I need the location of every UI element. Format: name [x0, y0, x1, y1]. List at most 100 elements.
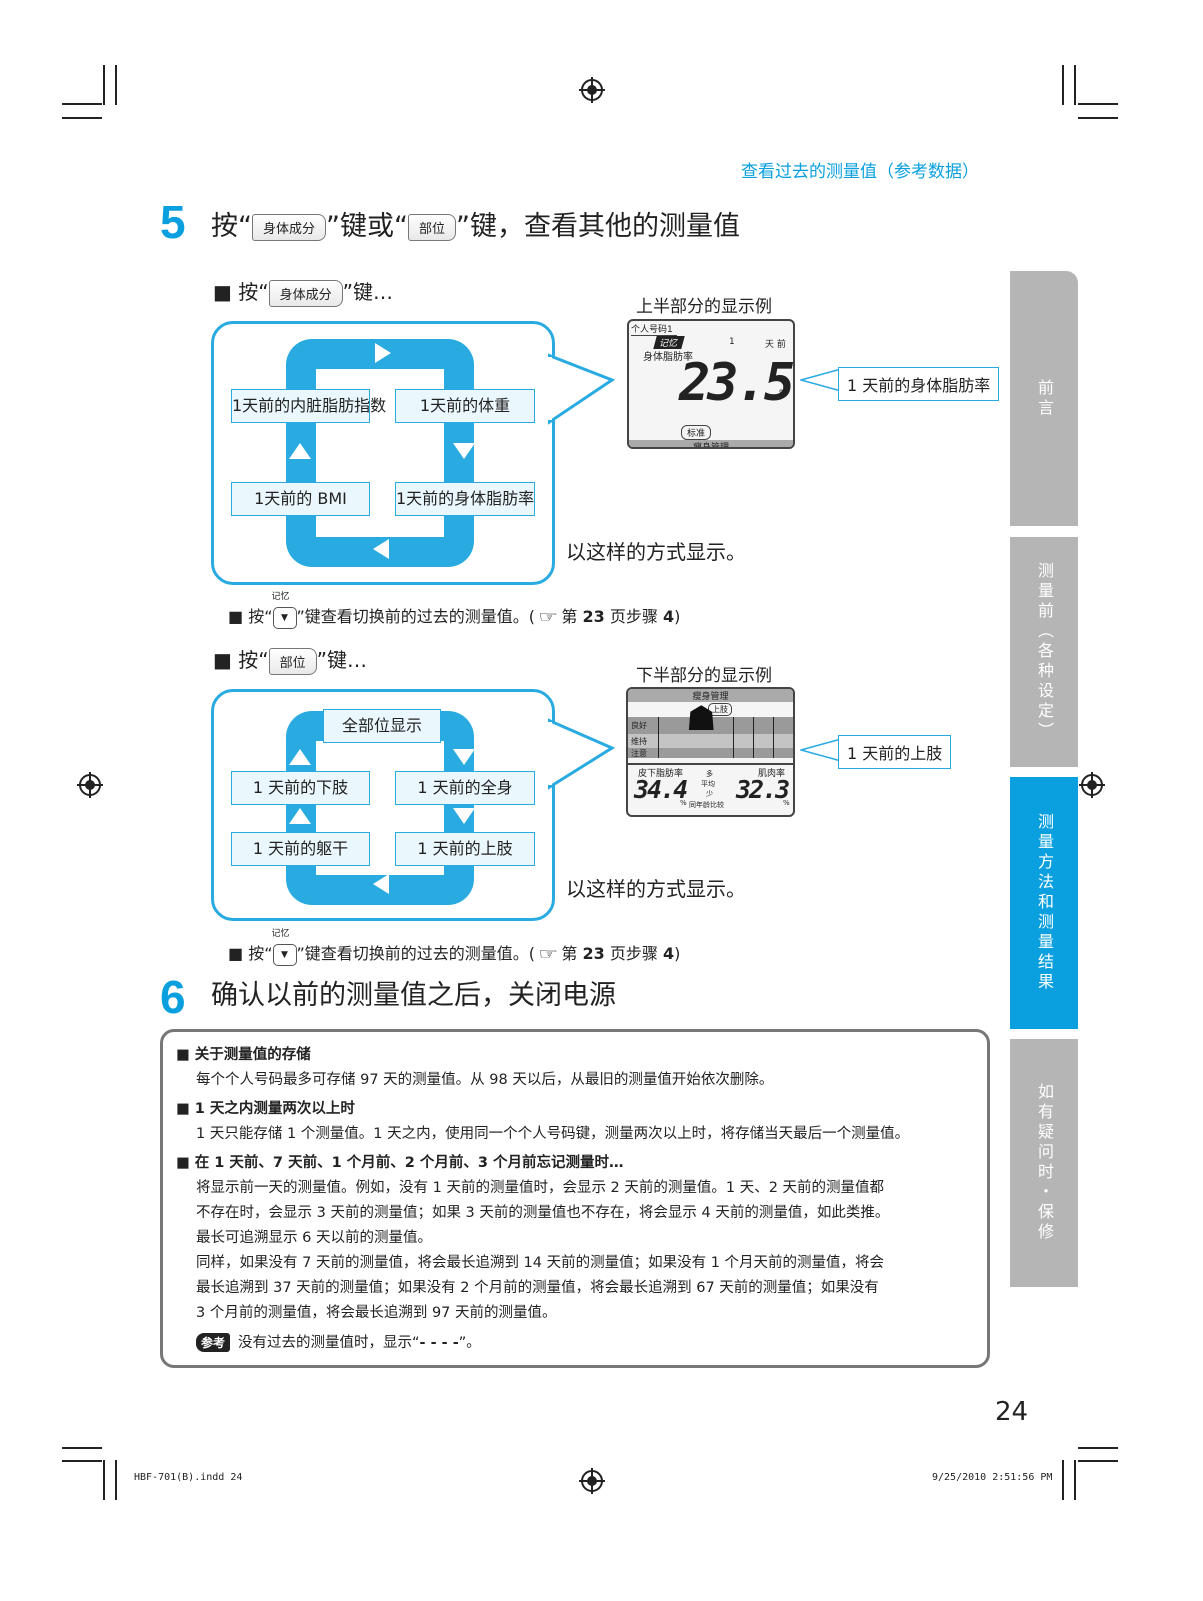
body-composition-key: 身体成分	[268, 280, 343, 307]
step-title: 确认以前的测量值之后，关闭电源	[211, 980, 616, 1011]
arrow-down-icon	[453, 443, 475, 459]
reference-badge: 参考	[196, 1333, 231, 1352]
tab-support[interactable]: 如有疑问时・保修	[1010, 1039, 1078, 1287]
day-unit: 天 前	[765, 340, 786, 350]
sub-text: ■ 按“	[213, 280, 269, 304]
crop-mark	[115, 1460, 117, 1500]
info-text: 同样，如果没有 7 天前的测量值，将会最长追溯到 14 天前的测量值；如果没有 …	[196, 1255, 885, 1271]
compare-more: 多	[706, 770, 713, 778]
crop-mark	[103, 65, 105, 105]
info-text: 3 个月前的测量值，将会最长追溯到 97 天前的测量值。	[196, 1305, 557, 1321]
gauge-line	[773, 717, 774, 758]
level-label: 良好	[631, 721, 647, 730]
left-lcd-value: 34.4	[634, 775, 688, 804]
crop-mark	[1062, 1460, 1064, 1500]
level-label: 注意	[631, 749, 647, 758]
step-ref: 4	[662, 607, 675, 626]
lower-display: 瘦身管理 上肢 良好 维持 注意 ☗ 皮下脂肪率 肌肉率 多 平均 少 同年龄比…	[626, 687, 795, 817]
compare-less: 少	[706, 790, 713, 798]
tab-measurement[interactable]: 测量方法和测量结果	[1010, 777, 1078, 1029]
crop-mark	[62, 1460, 102, 1462]
arrow-down-icon	[453, 749, 475, 765]
page-number: 24	[995, 1397, 1029, 1427]
cycle-item: 1天前的身体脂肪率	[395, 482, 535, 516]
lcd-value: 23.5	[679, 353, 793, 413]
info-box	[160, 1029, 990, 1368]
right-lcd-unit: %	[783, 799, 790, 807]
step-ref: 4	[662, 944, 675, 963]
tab-settings[interactable]: 测量前（各种设定）	[1010, 537, 1078, 767]
note-text: ”键查看切换前的过去的测量值。(	[296, 944, 536, 963]
crop-mark	[1078, 103, 1118, 105]
right-metric-label: 肌肉率	[758, 769, 786, 779]
level-bar	[628, 717, 793, 734]
metric-label: 身体脂肪率	[643, 352, 693, 363]
reference-hand-icon: ☞	[538, 607, 559, 626]
display-title: 瘦身管理	[628, 689, 793, 702]
cycle-item: 1天前的内脏脂肪指数	[231, 389, 386, 423]
info-heading: ■ 关于测量值的存储	[176, 1047, 311, 1063]
note-text: )	[674, 607, 681, 626]
substep-heading: ■ 按“部位”键…	[213, 644, 367, 675]
level-bar	[628, 748, 793, 758]
personal-number: 个人号码1	[631, 322, 677, 336]
arrow-down-icon	[453, 808, 475, 824]
arrow-left-icon	[373, 874, 389, 894]
cycle-item: 1天前的 BMI	[231, 482, 370, 516]
page-ref: 23	[582, 607, 605, 626]
arrow-up-icon	[289, 443, 311, 459]
upper-display: 个人号码1 记忆 1 天 前 身体脂肪率 23.5 % 标准 瘦身管理	[627, 319, 795, 449]
compare-label: 同年龄比较	[689, 801, 724, 809]
note-text: ■ 按“	[228, 607, 273, 626]
step-title: 按“身体成分”键或“部位”键，查看其他的测量值	[211, 204, 740, 243]
left-lcd-unit: %	[680, 799, 687, 807]
body-part-key: 部位	[268, 648, 317, 675]
cycle-item: 全部位显示	[323, 709, 441, 743]
substep-heading: ■ 按“身体成分”键…	[213, 276, 393, 307]
step-text: ”键或“	[326, 211, 408, 242]
registration-mark-icon	[1079, 772, 1105, 798]
gauge-line	[753, 717, 754, 758]
crop-mark	[1062, 65, 1064, 105]
crop-mark	[115, 65, 117, 105]
display-label: 下半部分的显示例	[636, 666, 772, 686]
right-lcd-value: 32.3	[736, 775, 790, 804]
registration-mark-icon	[579, 77, 605, 103]
info-text: 1 天只能存储 1 个测量值。1 天之内，使用同一个个人号码键，测量两次以上时，…	[196, 1126, 910, 1142]
display-divider	[628, 763, 793, 765]
note-text: 第	[561, 944, 578, 963]
arrow-up-icon	[289, 749, 311, 765]
cycle-item: 1 天前的全身	[395, 771, 535, 805]
info-text: 不存在时，会显示 3 天前的测量值；如果 3 天前的测量值也不存在，将会显示 4…	[196, 1205, 890, 1221]
note-text: 页步骤	[609, 944, 658, 963]
step-text: 按“	[211, 211, 252, 242]
reference-text: ”。	[458, 1335, 481, 1351]
callout-pointer-icon	[800, 368, 842, 392]
step-number: 6	[160, 971, 186, 1023]
crop-mark	[1074, 1460, 1076, 1500]
registration-mark-icon	[579, 1468, 605, 1494]
registration-mark-icon	[77, 772, 103, 798]
section-title: 查看过去的测量值（参考数据）	[741, 162, 979, 182]
sub-text: ”键…	[316, 648, 368, 672]
cycle-item: 1 天前的上肢	[395, 832, 535, 866]
bubble-pointer-icon	[548, 353, 616, 425]
info-heading: ■ 1 天之内测量两次以上时	[176, 1101, 355, 1117]
memory-key-icon: ▼记忆	[272, 592, 297, 629]
note-text: 第	[561, 607, 578, 626]
cycle-item: 1 天前的下肢	[231, 771, 370, 805]
day-count: 1	[729, 337, 735, 347]
level-bar	[628, 734, 793, 748]
crop-mark	[62, 1447, 102, 1449]
info-text: 将显示前一天的测量值。例如，没有 1 天前的测量值时，会显示 2 天前的测量值。…	[196, 1180, 885, 1196]
info-text: 最长可追溯显示 6 天以前的测量值。	[196, 1230, 432, 1246]
tab-preface[interactable]: 前言	[1010, 271, 1078, 526]
note-text: ”键查看切换前的过去的测量值。(	[296, 607, 536, 626]
sub-text: ■ 按“	[213, 648, 269, 672]
memory-key-note: ■ 按“▼记忆”键查看切换前的过去的测量值。(☞第 23 页步骤 4)	[228, 592, 681, 629]
arrow-left-icon	[373, 539, 389, 559]
date-slug: 9/25/2010 2:51:56 PM	[932, 1472, 1053, 1483]
crop-mark	[62, 117, 102, 119]
memory-key-label: 记忆	[271, 928, 290, 939]
page-ref: 23	[582, 944, 605, 963]
